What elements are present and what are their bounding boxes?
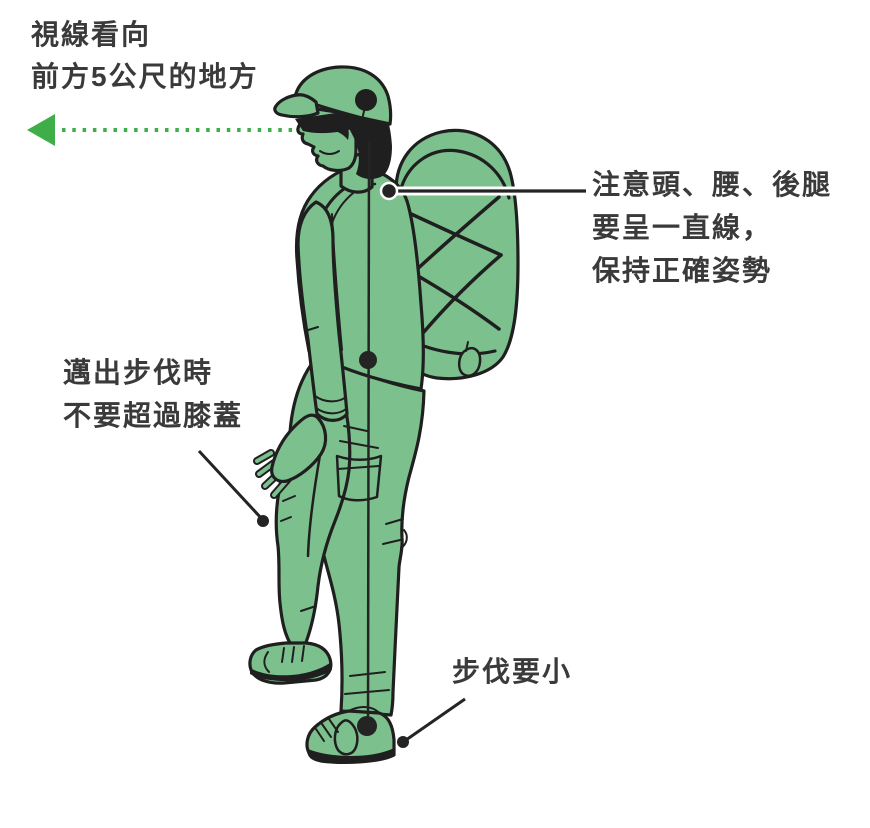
ankle-dot bbox=[357, 716, 377, 736]
small-steps-leader-line bbox=[397, 697, 466, 748]
small-steps-label: 步伐要小 bbox=[452, 650, 572, 693]
sunglasses-icon bbox=[295, 110, 357, 134]
posture-label-line2: 要呈一直線， bbox=[592, 212, 773, 243]
foot-dot bbox=[397, 736, 409, 748]
head bbox=[273, 65, 393, 194]
stride-label: 邁出步伐時 不要超過膝蓋 bbox=[63, 351, 243, 437]
waist-dot bbox=[359, 351, 377, 369]
gaze-label: 視線看向 前方5公尺的地方 bbox=[31, 14, 259, 98]
headlamp-icon bbox=[355, 89, 377, 111]
shoulder-dot bbox=[379, 181, 399, 201]
posture-label-line1: 注意頭、腰、後腿 bbox=[592, 169, 833, 200]
gaze-label-line2: 前方5公尺的地方 bbox=[31, 61, 259, 92]
front-boot bbox=[248, 641, 333, 685]
posture-label-line3: 保持正確姿勢 bbox=[592, 255, 773, 286]
gaze-arrow-icon bbox=[27, 114, 293, 146]
knee-dot bbox=[257, 515, 269, 527]
posture-label: 注意頭、腰、後腿 要呈一直線， 保持正確姿勢 bbox=[592, 163, 832, 292]
stride-leader-line bbox=[197, 449, 269, 527]
small-steps-label-line1: 步伐要小 bbox=[452, 656, 573, 687]
gaze-label-line1: 視線看向 bbox=[31, 19, 152, 50]
hand bbox=[253, 413, 328, 499]
stride-label-line1: 邁出步伐時 bbox=[63, 357, 214, 388]
back-boot bbox=[305, 706, 396, 764]
alignment-line bbox=[357, 141, 377, 736]
stride-label-line2: 不要超過膝蓋 bbox=[63, 400, 244, 431]
arrow-head-icon bbox=[27, 114, 55, 146]
arm bbox=[296, 200, 349, 422]
smile-line bbox=[319, 150, 340, 155]
posture-leader-line bbox=[379, 181, 586, 201]
cap-brim bbox=[273, 93, 320, 119]
